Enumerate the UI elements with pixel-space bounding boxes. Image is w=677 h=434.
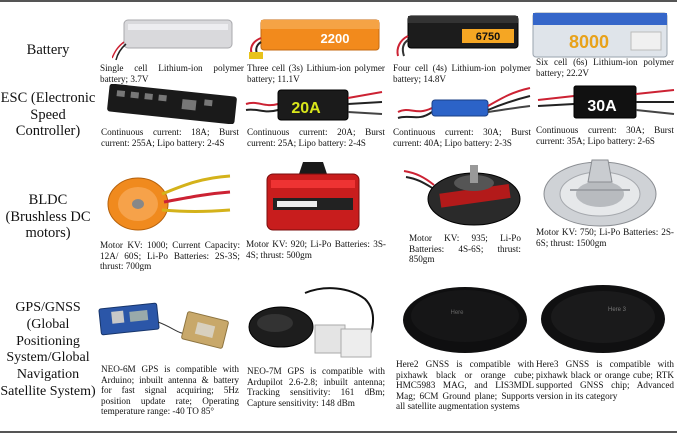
battery-4s-label: 6750 — [476, 31, 500, 43]
esc-30a-opto-label: 30A — [587, 98, 617, 115]
row-label-gps-text: GPS/GNSS (Global Positioning System/Glob… — [0, 300, 96, 399]
bldc-1000kv-caption: Motor KV: 1000; Current Capacity: 12A/ 6… — [100, 240, 240, 272]
bldc-935kv-caption: Motor KV: 935; Li-Po Batteries: 4S-6S; t… — [409, 233, 521, 265]
esc-18a-caption: Continuous current: 18A; Burst current: … — [101, 127, 239, 148]
bldc-920kv-image — [253, 158, 373, 234]
gps-neo6m-caption: NEO-6M GPS is compatible with Arduino; i… — [101, 364, 239, 417]
gps-here3-label: Here 3 — [608, 307, 627, 313]
esc-30a-caption: Continuous current: 30A; Burst current: … — [393, 127, 531, 148]
gps-here2-label: Here — [450, 310, 464, 316]
battery-6s-caption: Six cell (6s) Lithium-ion polymer batter… — [536, 57, 674, 78]
esc-30a-image — [394, 82, 534, 126]
esc-20a-label: 20A — [291, 100, 321, 117]
battery-1s-caption: Single cell Lithium-ion polymer battery;… — [100, 63, 244, 84]
battery-3s-caption: Three cell (3s) Lithium-ion polymer batt… — [247, 63, 385, 84]
battery-4s-image: 6750 — [392, 12, 520, 58]
bldc-750kv-image — [540, 156, 660, 228]
battery-4s-caption: Four cell (4s) Lithium-ion polymer batte… — [393, 63, 531, 84]
gps-here3-image: Here 3 — [539, 283, 667, 355]
battery-3s-image: 2200 — [243, 16, 381, 60]
esc-30a-opto-caption: Continuous current: 30A; Burst current: … — [536, 125, 674, 146]
gps-neo7m-caption: NEO-7M GPS is compatible with Ardupilot … — [247, 366, 385, 408]
battery-1s-image — [112, 14, 237, 62]
bldc-1000kv-image — [100, 168, 232, 234]
esc-30a-opto-image: 30A — [536, 80, 676, 124]
row-label-esc-text: ESC (Electronic Speed Controller) — [0, 90, 96, 139]
gps-here2-image: Here — [401, 284, 529, 354]
row-label-bldc-text: BLDC (Brushless DC motors) — [5, 192, 91, 241]
esc-18a-image — [102, 84, 242, 124]
battery-6s-label: 8000 — [569, 32, 609, 52]
row-label-battery: Battery — [26, 42, 70, 58]
gps-neo7m-image — [245, 283, 385, 361]
esc-20a-image: 20A — [244, 82, 384, 126]
bldc-920kv-caption: Motor KV: 920; Li-Po Batteries: 3S-4S; t… — [246, 239, 386, 260]
battery-3s-label: 2200 — [321, 31, 350, 46]
row-label-bldc: BLDC (Brushless DC motors) — [0, 192, 96, 242]
row-label-gps: GPS/GNSS (Global Positioning System/Glob… — [0, 300, 96, 401]
gps-neo6m-image — [96, 294, 238, 354]
gps-here3-caption: Here3 GNSS is compatible with pixhawk bl… — [536, 359, 674, 401]
top-rule — [0, 0, 677, 2]
bldc-750kv-caption: Motor KV: 750; Li-Po Batteries: 2S-6S; t… — [536, 227, 674, 248]
row-label-esc: ESC (Electronic Speed Controller) — [0, 90, 96, 140]
battery-6s-image: 8000 — [531, 10, 669, 60]
bldc-935kv-image — [402, 163, 524, 229]
esc-20a-caption: Continuous current: 20A; Burst current: … — [247, 127, 385, 148]
bottom-rule — [0, 431, 677, 433]
gps-here2-caption: Here2 GNSS is compatible with pixhawk bl… — [396, 359, 534, 412]
